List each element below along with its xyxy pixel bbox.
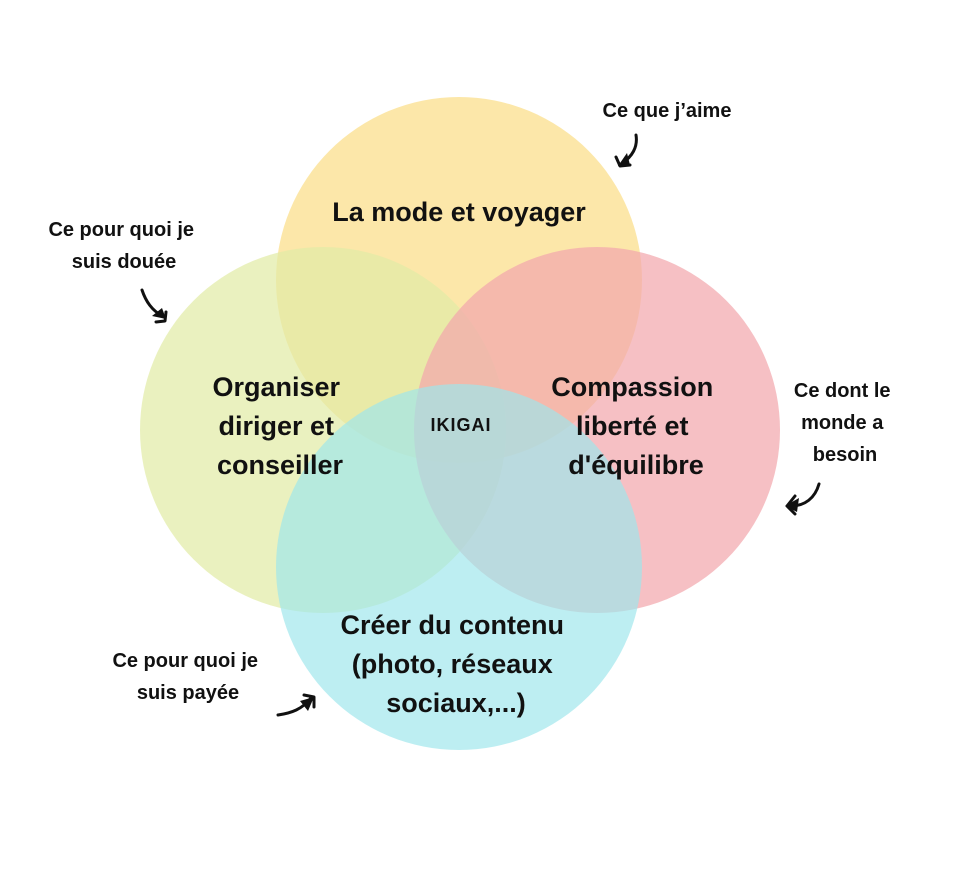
circle-text-love-line: La mode et voyager (332, 197, 586, 227)
circle-text-good-at-line: diriger et (218, 411, 334, 441)
annotation-good-at-line: suis douée (72, 251, 176, 273)
annotation-world-needs-line: Ce dont le (794, 380, 891, 402)
annotation-good-at-line: Ce pour quoi je (48, 219, 194, 241)
curved-arrow-icon (785, 482, 821, 516)
circle-text-love: La mode et voyager (332, 197, 586, 227)
circle-paid-for (276, 384, 642, 750)
circle-text-world-needs-line: Compassion (551, 372, 713, 402)
annotation-love-line: Ce que j’aime (603, 100, 732, 122)
circle-text-world-needs-line: liberté et (576, 411, 689, 441)
circle-text-paid-for: Créer du contenu (photo, réseaux sociaux… (340, 610, 571, 718)
circle-text-good-at: Organiser diriger et conseiller (212, 372, 347, 480)
annotation-world-needs: Ce dont le monde a besoin (794, 380, 896, 466)
annotation-paid-for-line: suis payée (137, 682, 239, 704)
ikigai-center-label: IKIGAI (430, 415, 491, 435)
circle-text-good-at-line: Organiser (212, 372, 340, 402)
circle-text-paid-for-line: (photo, réseaux (352, 649, 553, 679)
curved-arrow-icon (276, 693, 316, 717)
circle-text-paid-for-line: sociaux,...) (386, 688, 526, 718)
circle-text-world-needs: Compassion liberté et d'équilibre (551, 372, 721, 480)
circle-text-good-at-line: conseiller (217, 450, 344, 480)
curved-arrow-icon (140, 288, 168, 324)
circle-text-world-needs-line: d'équilibre (568, 450, 703, 480)
annotation-paid-for-line: Ce pour quoi je (112, 650, 258, 672)
circle-text-paid-for-line: Créer du contenu (340, 610, 564, 640)
annotation-good-at: Ce pour quoi je suis douée (48, 219, 199, 273)
annotation-world-needs-line: besoin (813, 444, 877, 466)
curved-arrow-icon (614, 133, 638, 168)
annotation-love: Ce que j’aime (603, 100, 732, 122)
annotation-paid-for: Ce pour quoi je suis payée (112, 650, 263, 704)
circles-group (140, 97, 780, 750)
annotation-world-needs-line: monde a (801, 412, 884, 434)
